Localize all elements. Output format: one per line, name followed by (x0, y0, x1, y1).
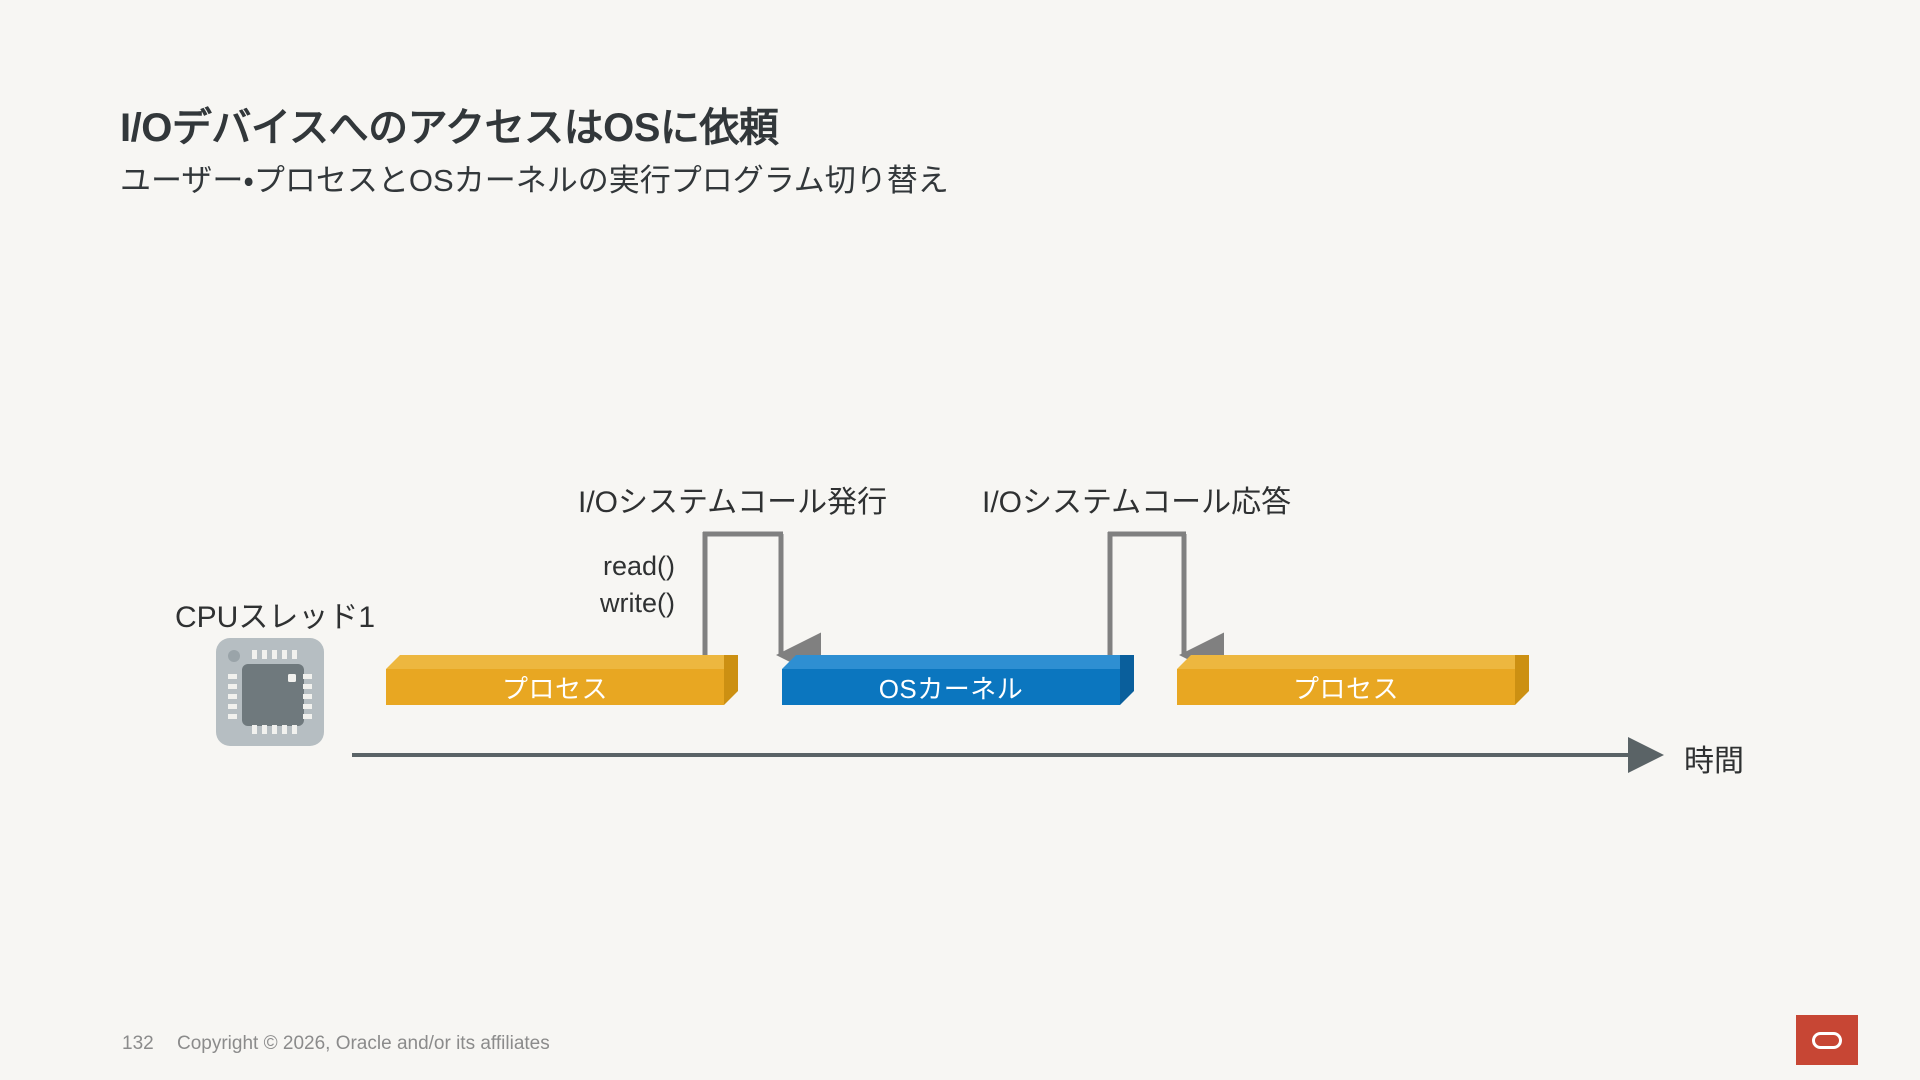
timeline-bar-process-2: プロセス (1177, 655, 1529, 705)
cpu-chip-icon (216, 638, 324, 746)
callout-label-syscall-issue: I/Oシステムコール発行 (578, 486, 888, 519)
timeline-bar-process-1: プロセス (386, 655, 738, 705)
bar-side-face (724, 655, 738, 705)
bar-top-face (1177, 655, 1529, 669)
page-subtitle: ユーザー・プロセスとOSカーネルの実行プログラム切り替え (120, 163, 949, 198)
bar-top-face (386, 655, 738, 669)
syscall-function-read: read() (602, 551, 675, 581)
bar-side-face (1515, 655, 1529, 705)
bar-front-face: OSカーネル (782, 669, 1120, 705)
footer-copyright: Copyright © 2026, Oracle and/or its affi… (177, 1033, 550, 1054)
timeline-bar-label: プロセス (1292, 673, 1399, 704)
bar-front-face: プロセス (1177, 669, 1515, 705)
oracle-ring-icon (1812, 1031, 1842, 1049)
oracle-logo (1796, 1015, 1858, 1065)
timeline-bar-os-kernel: OSカーネル (782, 655, 1134, 705)
bar-top-face (782, 655, 1134, 669)
cpu-thread-label: CPUスレッド1 (175, 601, 376, 634)
callout-label-syscall-reply: I/Oシステムコール応答 (982, 486, 1292, 519)
syscall-function-write: write() (600, 588, 675, 618)
page-title: I/OデバイスへのアクセスはOSに依頼 (120, 106, 779, 150)
bar-front-face: プロセス (386, 669, 724, 705)
callout-bracket-reply (1107, 531, 1224, 678)
time-axis-label: 時間 (1684, 745, 1744, 778)
bar-side-face (1120, 655, 1134, 705)
timeline-bar-label: OSカーネル (878, 673, 1024, 704)
timeline-bar-label: プロセス (501, 673, 608, 704)
footer-page-number: 132 (122, 1033, 154, 1054)
